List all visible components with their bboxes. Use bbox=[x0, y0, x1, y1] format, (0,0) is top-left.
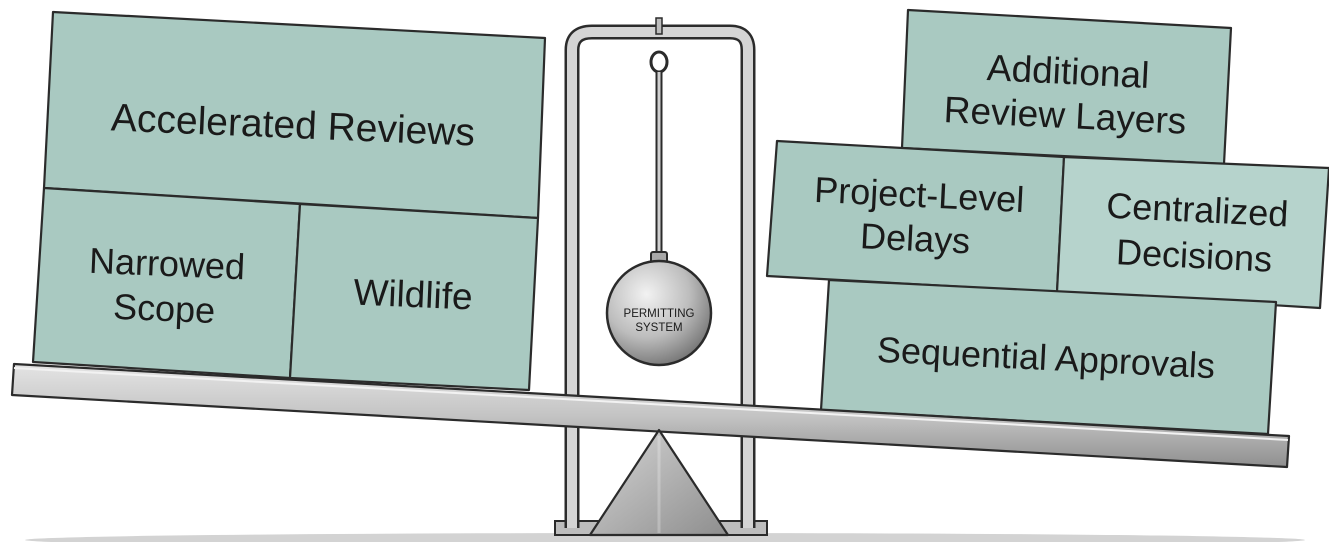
block-centralized-decisions bbox=[1055, 155, 1329, 310]
right-block-stack: Additional Review Layers Project-Level D… bbox=[765, 8, 1329, 436]
block-wildlife bbox=[288, 202, 540, 392]
balance-beam bbox=[10, 362, 1291, 469]
centralized-decisions-label-line1: Centralized bbox=[1105, 185, 1289, 235]
project-level-delays-label-line2: Delays bbox=[859, 215, 971, 261]
permitting-system-weight: PERMITTING SYSTEM bbox=[605, 50, 713, 367]
hook-ring-icon bbox=[649, 50, 669, 74]
weight-label-line2: SYSTEM bbox=[635, 322, 682, 334]
left-block-stack: Accelerated Reviews Narrowed Scope Wildl… bbox=[31, 10, 547, 392]
ground-line bbox=[25, 533, 1305, 542]
wildlife-label: Wildlife bbox=[353, 272, 474, 318]
weight-label-line1: PERMITTING bbox=[624, 308, 695, 320]
narrowed-scope-label-line1: Narrowed bbox=[88, 240, 246, 287]
centralized-decisions-label-line2: Decisions bbox=[1115, 231, 1273, 280]
additional-review-layers-label-line1: Additional bbox=[986, 47, 1150, 96]
narrowed-scope-label-line2: Scope bbox=[112, 286, 216, 331]
fulcrum-triangle bbox=[588, 428, 730, 537]
